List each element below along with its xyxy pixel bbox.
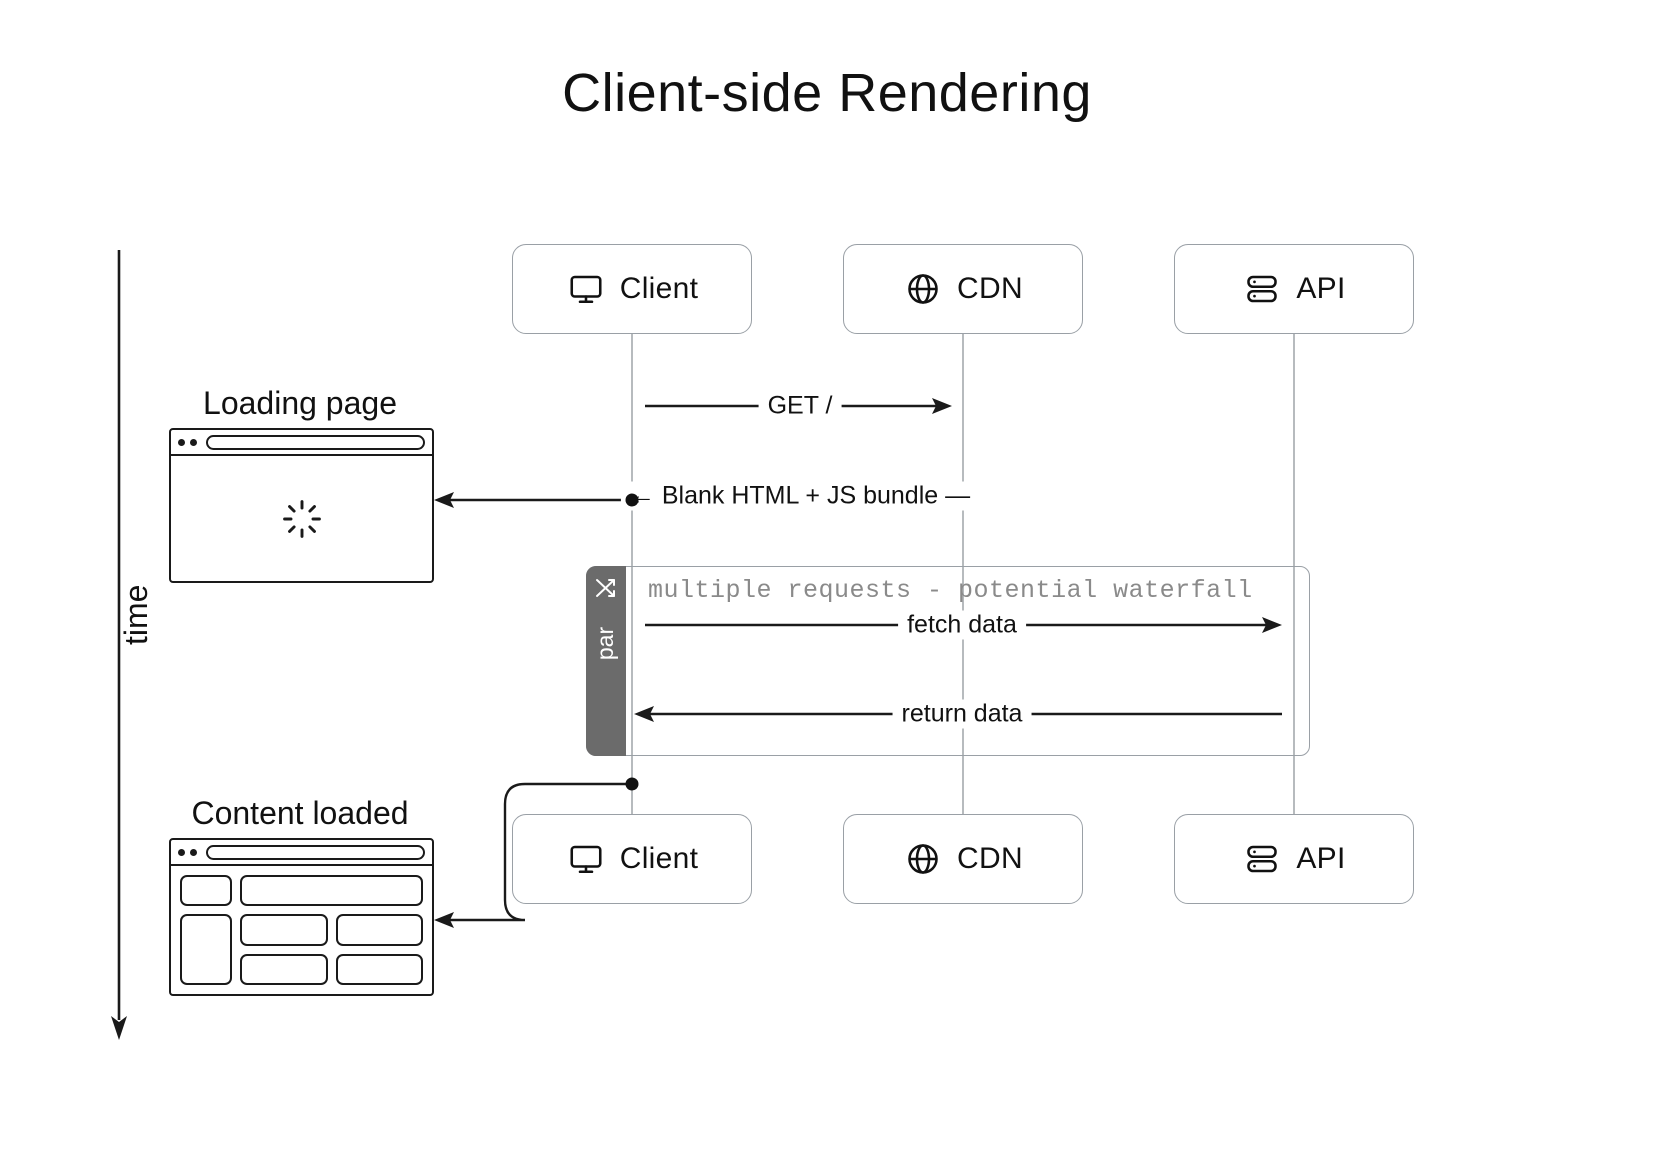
browser-address-bar[interactable]	[206, 844, 425, 860]
mockup-caption-loading: Loading page	[203, 385, 397, 421]
browser-dot	[178, 438, 185, 446]
skeleton-row	[240, 953, 423, 985]
actor-label: CDN	[957, 272, 1023, 305]
lifeline-anchor-dot-content	[625, 777, 639, 791]
message-label-return-data: return data	[892, 699, 1032, 729]
time-axis-arrow	[111, 250, 127, 1040]
par-fragment-tab: par	[586, 566, 626, 756]
skeleton-hero-block	[240, 875, 423, 907]
message-label-fetch-data: fetch data	[898, 610, 1026, 640]
browser-address-bar[interactable]	[206, 434, 425, 450]
par-label: par	[592, 626, 619, 661]
browser-mockup-loading	[169, 428, 434, 583]
actor-api-bottom[interactable]: API	[1174, 814, 1414, 904]
actor-label: CDN	[957, 842, 1023, 875]
lifeline-anchor-dot-blank-html	[625, 493, 639, 507]
skeleton-card-block	[335, 914, 423, 946]
actor-cdn-top[interactable]: CDN	[843, 244, 1083, 334]
globe-icon	[903, 839, 943, 879]
actor-client-bottom[interactable]: Client	[512, 814, 752, 904]
time-axis-label: time	[118, 584, 154, 645]
skeleton-sidebar-block	[180, 914, 232, 985]
dash-glyph: —	[945, 481, 971, 510]
actor-api-top[interactable]: API	[1174, 244, 1414, 334]
browser-dot	[190, 438, 197, 446]
actor-label: API	[1296, 842, 1346, 875]
par-note-text: multiple requests - potential waterfall	[648, 576, 1253, 605]
actor-cdn-bottom[interactable]: CDN	[843, 814, 1083, 904]
browser-chrome-bar	[171, 840, 432, 866]
browser-viewport	[171, 866, 432, 994]
lifeline-client	[631, 334, 633, 828]
actor-client-top[interactable]: Client	[512, 244, 752, 334]
browser-chrome-bar	[171, 430, 432, 456]
monitor-icon	[566, 269, 606, 309]
message-label-blank-html: ← Blank HTML + JS bundle —	[620, 481, 980, 511]
lifeline-cdn	[962, 334, 964, 818]
globe-icon	[903, 269, 943, 309]
skeleton-card-block	[240, 953, 328, 985]
skeleton-card-block	[335, 953, 423, 985]
actor-label: Client	[619, 272, 699, 305]
browser-dot	[178, 848, 185, 856]
browser-viewport	[171, 456, 432, 581]
browser-dot	[190, 848, 197, 856]
shuffle-icon	[596, 579, 615, 597]
skeleton-row	[240, 914, 423, 946]
browser-mockup-content	[169, 838, 434, 996]
mockup-caption-content: Content loaded	[191, 795, 409, 831]
skeleton-sidebar-block	[180, 875, 232, 907]
message-text: Blank HTML + JS bundle	[661, 481, 939, 510]
actor-label: API	[1296, 272, 1346, 305]
page-title: Client-side Rendering	[562, 63, 1092, 123]
skeleton-card-block	[240, 914, 328, 946]
message-label-get: GET /	[758, 391, 842, 421]
lifeline-api	[1293, 334, 1295, 818]
monitor-icon	[566, 839, 606, 879]
content-skeleton	[171, 866, 432, 994]
loading-spinner-icon	[282, 499, 321, 538]
actor-label: Client	[619, 842, 699, 875]
server-icon	[1242, 269, 1282, 309]
server-icon	[1242, 839, 1282, 879]
